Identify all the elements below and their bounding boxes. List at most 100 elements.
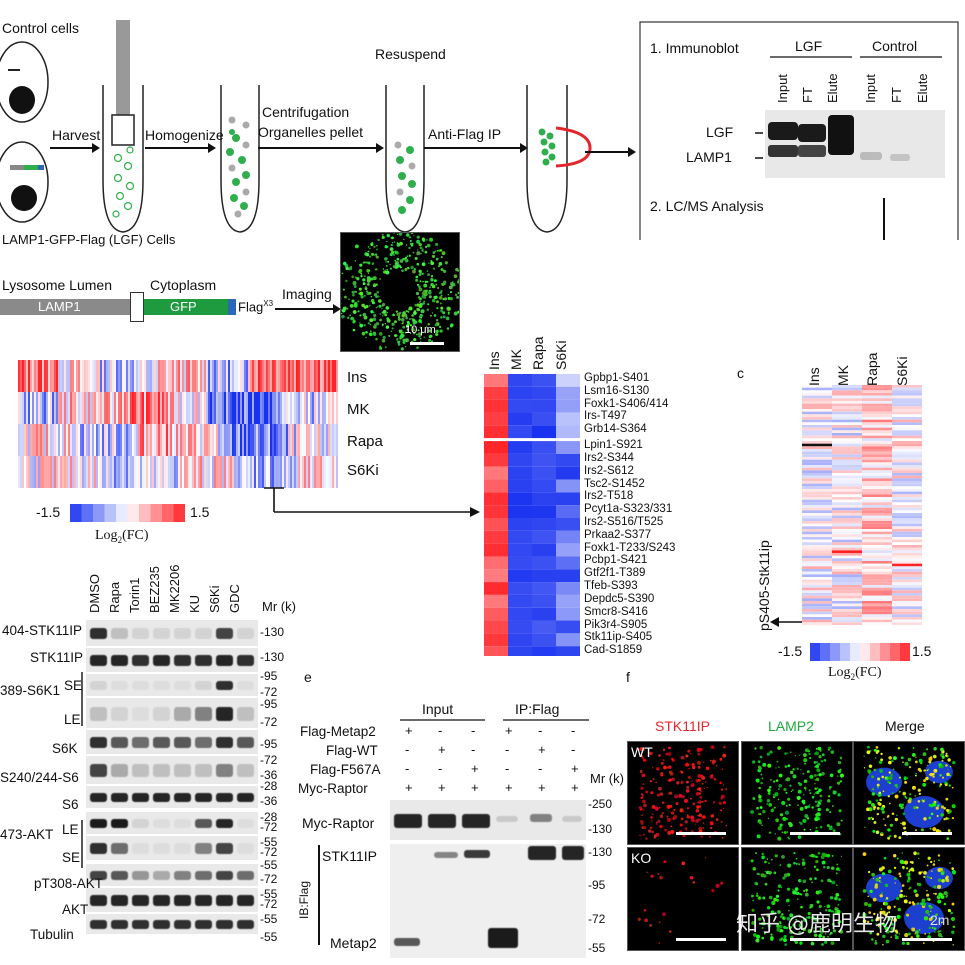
gfp-puncta — [377, 306, 379, 308]
heatmap-cell — [262, 360, 265, 392]
panel-c-colorbar — [810, 641, 910, 663]
zoom-site-label: Gpbp1-S401 — [584, 372, 650, 384]
fluorescent-puncta — [804, 789, 807, 791]
heatmap-cell — [108, 360, 111, 392]
gfp-puncta — [386, 311, 389, 314]
heatmap-cell — [222, 456, 225, 488]
fluorescent-puncta — [807, 929, 812, 934]
heatmap-cell — [80, 392, 83, 424]
fluorescent-puncta — [835, 872, 838, 875]
heatmap-cell — [182, 424, 185, 456]
heatmap-cell — [78, 456, 81, 488]
blot-band — [90, 843, 107, 854]
heatmap-row-label: Ins — [347, 369, 368, 386]
gfp-puncta — [393, 241, 396, 243]
heatmap-cell — [290, 456, 293, 488]
zoom-connector-arrow — [264, 487, 480, 517]
fluorescent-puncta — [937, 804, 940, 807]
colorbar-swatch — [81, 504, 93, 522]
panel-c-cell — [862, 617, 892, 620]
fluorescent-puncta — [933, 747, 937, 751]
gfp-puncta — [440, 268, 444, 272]
heatmap-cell — [180, 456, 183, 488]
fluorescent-puncta — [879, 894, 883, 898]
fluorescent-puncta — [836, 863, 839, 866]
panel-d-row-label: 473-AKT — [0, 827, 54, 842]
fluorescent-puncta — [882, 943, 884, 946]
fluorescent-puncta — [884, 883, 889, 888]
fluorescent-puncta — [761, 799, 763, 802]
heatmap-cell — [302, 456, 305, 488]
fluorescent-puncta — [909, 886, 912, 889]
gfp-puncta — [369, 247, 371, 250]
fluorescent-puncta — [923, 817, 927, 821]
heatmap-cell — [118, 392, 121, 424]
heatmap-cell — [22, 424, 25, 456]
fluorescent-puncta — [908, 870, 911, 873]
fluorescent-puncta — [710, 814, 715, 818]
gfp-puncta — [439, 302, 442, 305]
heatmap-cell — [238, 424, 241, 456]
fluorescent-puncta — [715, 818, 719, 822]
heatmap-cell — [190, 424, 193, 456]
panel-c-cell — [802, 401, 832, 404]
gfp-puncta — [382, 305, 384, 307]
panel-c-cell — [802, 542, 832, 545]
gfp-puncta — [404, 257, 406, 260]
heatmap-cell — [180, 360, 183, 392]
zoom-heatmap-cell — [556, 543, 580, 557]
heatmap-cell — [208, 360, 211, 392]
fluorescent-puncta — [804, 814, 809, 819]
heatmap-cell — [264, 424, 267, 456]
fluorescent-puncta — [875, 746, 879, 749]
panel-c-cell — [892, 483, 922, 487]
heatmap-cell — [68, 456, 71, 488]
gfp-puncta — [408, 317, 411, 321]
fluorescent-puncta — [660, 773, 664, 777]
gfp-puncta — [345, 279, 348, 282]
heatmap-cell — [102, 456, 105, 488]
heatmap-cell — [104, 360, 107, 392]
fluorescent-puncta — [638, 806, 642, 810]
fluorescent-puncta — [788, 904, 790, 907]
heatmap-cell — [264, 392, 267, 424]
fluorescent-puncta — [702, 827, 705, 829]
blot-band — [153, 680, 170, 691]
fluorescent-puncta — [890, 773, 893, 777]
gfp-puncta — [396, 257, 400, 261]
fluorescent-puncta — [686, 807, 690, 810]
step-centrifugation: Centrifugation — [262, 104, 350, 120]
fluorescent-puncta — [768, 831, 772, 834]
heatmap-cell — [198, 456, 201, 488]
gfp-puncta — [431, 312, 434, 314]
fluorescent-puncta — [819, 927, 823, 931]
heatmap-cell — [270, 456, 273, 488]
gfp-puncta — [399, 241, 403, 246]
gfp-puncta — [391, 327, 394, 330]
heatmap-cell — [112, 392, 115, 424]
heatmap-cell — [194, 360, 197, 392]
fluorescent-puncta — [820, 855, 825, 860]
fluorescent-puncta — [926, 864, 929, 867]
zoom-heatmap-cell — [484, 543, 508, 557]
blot-band — [394, 938, 420, 946]
heatmap-cell — [166, 392, 169, 424]
gfp-puncta — [357, 310, 360, 313]
gfp-puncta — [427, 329, 431, 333]
fluorescent-puncta — [778, 766, 780, 768]
gfp-puncta — [382, 335, 386, 340]
heatmap-cell — [256, 360, 259, 392]
fluorescent-puncta — [806, 770, 810, 774]
gfp-puncta — [440, 306, 444, 310]
blot-band — [90, 764, 107, 777]
fluorescent-puncta — [778, 788, 780, 790]
panel-d-mr-label: Mr (k) — [262, 599, 296, 614]
fluorescent-puncta — [826, 853, 831, 858]
heatmap-cell — [234, 392, 237, 424]
gfp-puncta — [415, 275, 419, 279]
blot-band — [132, 843, 149, 854]
fluorescent-puncta — [770, 858, 773, 861]
imaging-arrow — [275, 304, 341, 314]
blot-band — [237, 843, 254, 854]
heatmap-cell — [330, 456, 333, 488]
